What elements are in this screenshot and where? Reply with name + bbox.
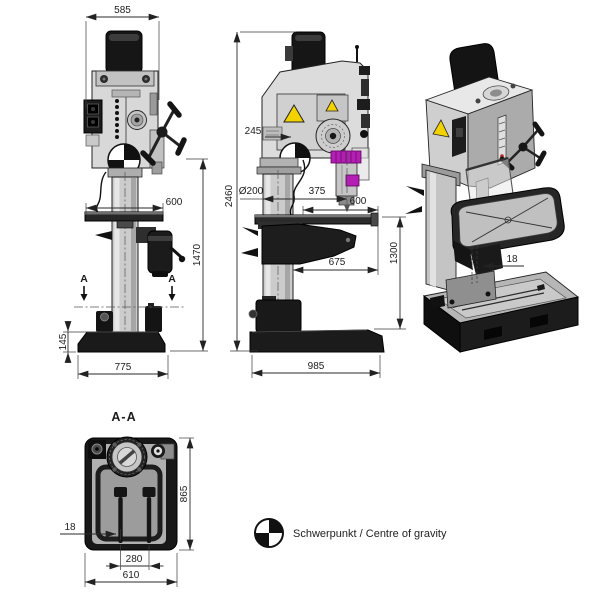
- iso-clamp-lever-lower: [405, 206, 422, 214]
- dim-side-floor-to-table: 1300: [389, 241, 400, 264]
- warning-triangle-large: [283, 104, 305, 123]
- front-base-pedestals: [96, 303, 162, 332]
- iso-head-details: [432, 83, 516, 166]
- iso-dimensions: 18: [471, 246, 524, 284]
- dim-front-height: 1470: [192, 243, 203, 266]
- iso-column-highlight: [430, 172, 436, 287]
- side-column-collar: [256, 166, 302, 175]
- front-table-top-edge: [85, 212, 163, 215]
- side-view: 2460 245 Ø200 375 600 675 1300 985: [224, 31, 406, 378]
- section-marker-right: A: [168, 273, 176, 285]
- front-section-cut: A A: [74, 273, 184, 308]
- dim-front-base-width: 775: [115, 362, 132, 373]
- side-quill-assembly: [330, 150, 362, 212]
- section-arrow-right: [168, 294, 176, 301]
- dim-side-arm-reach: 675: [329, 257, 346, 268]
- iso-guard-frame: [465, 156, 509, 172]
- dim-side-total-height: 2460: [224, 184, 235, 207]
- section-view-title: A-A: [111, 410, 136, 424]
- dim-front-table-width: 600: [166, 197, 183, 208]
- iso-machine: [405, 43, 580, 354]
- front-column-shadow: [131, 178, 136, 331]
- front-machine: [77, 30, 187, 353]
- side-motor-mount: [285, 46, 293, 61]
- front-gearbox: [136, 227, 186, 277]
- front-motor-cap: [109, 34, 139, 41]
- section-view: A-A: [60, 410, 194, 587]
- front-base: [77, 331, 166, 353]
- legend: Schwerpunkt / Centre of gravity: [254, 518, 447, 548]
- section-side-boss: [151, 443, 175, 460]
- dim-section-slot-spacing: 280: [126, 554, 143, 565]
- dim-section-slot-width: 18: [64, 522, 76, 533]
- section-tslot-right: [142, 487, 156, 543]
- front-handwheel: [140, 101, 187, 166]
- iso-clamp-lever-upper: [406, 186, 424, 196]
- section-arrow-left: [80, 294, 88, 301]
- side-dimensions: 2460 245 Ø200 375 600 675 1300 985: [224, 31, 406, 378]
- legend-label: Schwerpunkt / Centre of gravity: [293, 528, 447, 540]
- side-base: [248, 296, 385, 353]
- front-clamp-lever: [95, 231, 112, 240]
- dim-side-column-diameter: Ø200: [239, 186, 264, 197]
- front-dimensions: 585 600 1470 145 775: [58, 5, 208, 379]
- section-marker-left: A: [80, 273, 88, 285]
- side-motor-cap: [295, 35, 322, 41]
- dim-side-table-depth: 600: [350, 196, 367, 207]
- iso-table: [450, 187, 565, 256]
- iso-view: 18: [405, 43, 580, 354]
- dim-front-base-height: 145: [58, 333, 69, 350]
- side-head-collar: [259, 157, 299, 168]
- quill-stop-magenta: [345, 174, 360, 187]
- front-table-boss: [116, 220, 134, 229]
- front-column-highlight: [114, 178, 120, 331]
- dim-front-head-width: 585: [114, 5, 131, 16]
- iso-table-support: [470, 244, 503, 275]
- section-base: [84, 436, 178, 551]
- dim-section-base-length: 865: [179, 485, 190, 502]
- section-tslot-left: [114, 487, 127, 543]
- front-head-details: [95, 70, 165, 175]
- warning-triangle-small: [325, 99, 339, 112]
- side-table-arm: [241, 222, 357, 265]
- front-view: 585 600 1470 145 775 A A: [58, 5, 208, 379]
- side-table-end-cap: [370, 212, 379, 227]
- dim-section-base-width: 610: [123, 570, 140, 581]
- front-control-box: [83, 99, 103, 147]
- iso-warning-triangle: [432, 119, 450, 138]
- section-clamp-block: [88, 440, 106, 459]
- dim-side-head-depth: 245: [245, 126, 262, 137]
- dim-iso-slot-width: 18: [506, 254, 518, 265]
- section-dimensions: 865 18 280 610: [60, 437, 194, 587]
- section-column-bore: [106, 436, 148, 478]
- dim-side-base-depth: 985: [308, 361, 325, 372]
- iso-table-clamp: [453, 240, 473, 270]
- side-machine: [241, 31, 385, 353]
- iso-base: [422, 271, 580, 354]
- dim-side-column-to-spindle: 375: [309, 186, 326, 197]
- iso-column-foot: [430, 270, 497, 309]
- side-table-top-edge: [255, 215, 378, 218]
- side-head-details: [262, 45, 370, 154]
- cog-symbol-legend: [254, 518, 284, 548]
